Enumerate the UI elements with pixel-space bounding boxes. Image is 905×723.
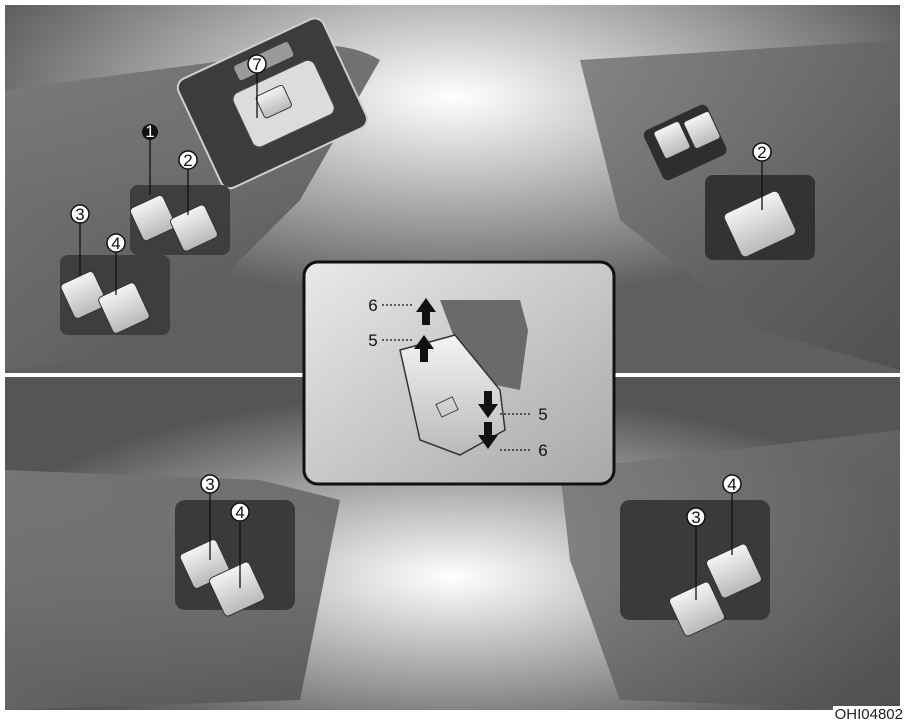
callout-4: 4 (111, 234, 120, 253)
inset-label-5-down: 5 (538, 405, 547, 424)
inset-label-6-down: 6 (538, 441, 547, 460)
callout-3: 3 (75, 205, 84, 224)
switch-operation-inset: 6 5 5 6 (304, 262, 614, 484)
callout-7: 7 (252, 55, 261, 74)
inset-label-6-up: 6 (368, 296, 377, 315)
inset-label-5-up: 5 (368, 331, 377, 350)
callout-2: 2 (183, 151, 192, 170)
callout-rear-left-4: 4 (235, 503, 244, 522)
callout-rear-right-4: 4 (727, 475, 736, 494)
callout-1: 1 (145, 122, 154, 141)
callout-rear-left-3: 3 (205, 475, 214, 494)
callout-rear-right-3: 3 (691, 508, 700, 527)
image-code: OHI04802 (833, 706, 905, 723)
callout-2-right: 2 (757, 143, 766, 162)
